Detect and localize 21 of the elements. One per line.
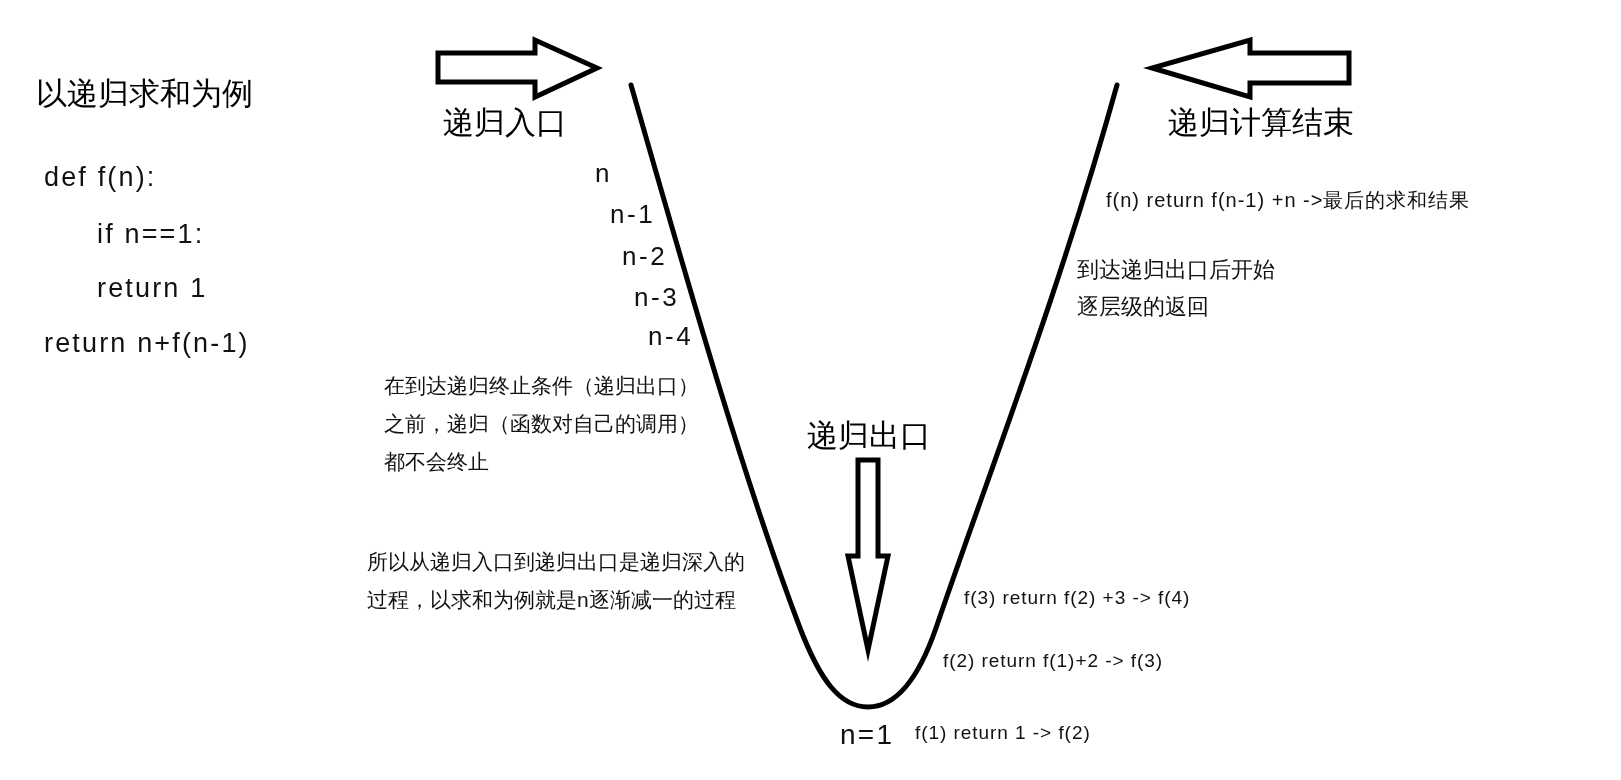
heading-label: 递归计算结束 [1168,105,1354,141]
step-label: n=1 [840,720,895,750]
note-text: 到达递归出口后开始逐层级的返回 [1077,256,1276,321]
diagram-title: 以递归求和为例 [36,76,253,112]
code-line: return n+f(n-1) [44,327,250,359]
step-label: n-1 [610,200,656,228]
return-step-text: f(2) return f(1)+2 -> f(3) [943,649,1164,673]
step-label: n-2 [622,242,668,270]
code-line: return 1 [97,272,208,304]
return-step-text: f(n) return f(n-1) +n ->最后的求和结果 [1106,188,1471,212]
return-step-text: f(1) return 1 -> f(2) [915,721,1091,745]
step-label: n-4 [648,322,694,350]
code-line: def f(n): [44,161,157,193]
heading-label: 递归入口 [443,105,567,141]
step-label: n [595,159,613,187]
heading-label: 递归出口 [807,418,931,454]
note-text: 在到达递归终止条件（递归出口）之前，递归（函数对自己的调用）都不会终止 [384,373,700,475]
return-step-text: f(3) return f(2) +3 -> f(4) [964,586,1191,610]
step-label: n-3 [634,283,680,311]
code-line: if n==1: [97,218,205,250]
note-text: 所以从递归入口到递归出口是递归深入的过程，以求和为例就是n逐渐减一的过程 [367,549,746,613]
